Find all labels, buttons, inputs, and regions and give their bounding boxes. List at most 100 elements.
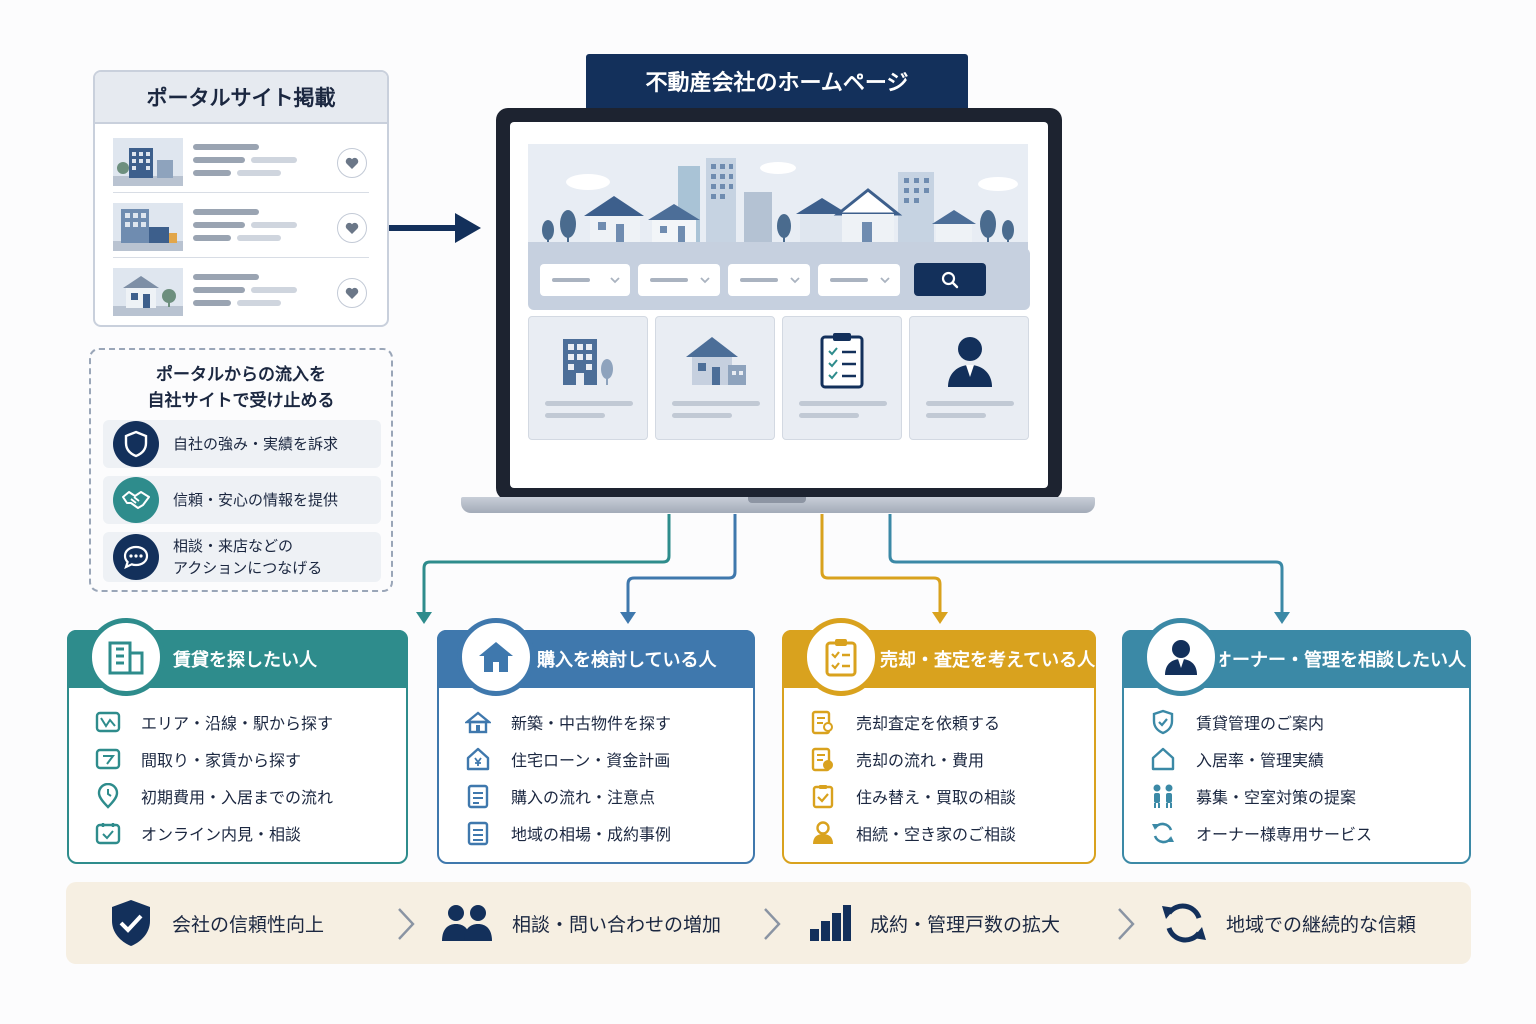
person-icon [948, 337, 992, 387]
chevron-down-icon [610, 277, 620, 284]
calendar-check-icon [95, 823, 121, 845]
type-select[interactable] [638, 264, 720, 296]
category-sale[interactable]: 売却・査定を考えている人 売却査定を依頼する 売却の流れ・費用 住み替え・買取の… [782, 618, 1096, 864]
building-thumbnail-icon [113, 138, 183, 186]
outcomes-band: 会社の信頼性向上 相談・問い合わせの増加 成約・管理戸数の拡大 地域での継続的な… [66, 882, 1471, 964]
area-select[interactable] [540, 264, 630, 296]
homepage-card-sale[interactable] [782, 316, 902, 440]
category-owner[interactable]: オーナー・管理を相談したい人 賃貸管理のご案内 入居率・管理実績 募集・空室対策… [1122, 618, 1471, 864]
list-item[interactable]: 住宅ローン・資金計画 [463, 745, 670, 773]
laptop-screen [496, 108, 1062, 500]
document-search-icon [811, 710, 833, 735]
chevron-down-icon [790, 277, 800, 284]
shield-icon [124, 430, 148, 458]
search-button[interactable] [914, 263, 986, 296]
shield-check-icon [1152, 709, 1174, 735]
heart-icon [345, 157, 359, 169]
list-item[interactable]: 新築・中古物件を探す [463, 708, 671, 736]
portal-title: ポータルサイト掲載 [95, 72, 387, 124]
house-outline-icon [1151, 747, 1175, 771]
list-item[interactable]: エリア・沿線・駅から探す [93, 708, 333, 736]
price-select[interactable] [728, 264, 810, 296]
handshake-icon [122, 491, 150, 509]
list-item [113, 138, 369, 188]
portal-flow-panel: ポータルからの流入を 自社サイトで受け止める 自社の強み・実績を訴求 信頼・安心… [89, 348, 393, 592]
shield-check-icon [112, 900, 150, 946]
arrow-right-icon [389, 213, 481, 243]
category-title: 売却・査定を考えている人 [880, 650, 1096, 671]
flow-item-strength: 自社の強み・実績を訴求 [103, 420, 381, 468]
apartment-icon [108, 641, 144, 675]
chevron-down-icon [880, 277, 890, 284]
flow-item-action: 相談・来店などの アクションにつなげる [103, 532, 381, 582]
homepage-mockup [510, 122, 1048, 488]
search-bar [528, 248, 1030, 310]
checklist-icon [467, 784, 489, 809]
outcome-continuity: 地域での継続的な信頼 [1160, 882, 1416, 964]
house-thumbnail-icon [113, 268, 183, 316]
laptop-notch [748, 497, 806, 503]
apartment-thumbnail-icon [113, 203, 183, 251]
flow-item-trust: 信頼・安心の情報を提供 [103, 476, 381, 524]
outcome-growth: 成約・管理戸数の拡大 [808, 882, 1060, 964]
list-item[interactable]: 購入の流れ・注意点 [463, 782, 655, 810]
checklist-icon [820, 333, 864, 389]
category-title: 購入を検討している人 [537, 650, 717, 671]
people-icon [442, 905, 492, 941]
person-icon [813, 821, 833, 844]
list-item[interactable]: 住み替え・買取の相談 [808, 782, 1016, 810]
list-item[interactable]: 入居率・管理実績 [1148, 745, 1324, 773]
refresh-icon [1162, 903, 1206, 943]
chevron-right-icon [1118, 908, 1135, 940]
list-item[interactable]: 売却の流れ・費用 [808, 745, 984, 773]
homes-icon [465, 711, 491, 734]
favorite-button[interactable] [337, 278, 367, 308]
document-icon [467, 821, 489, 846]
map-icon [95, 711, 121, 733]
category-purchase[interactable]: 購入を検討している人 新築・中古物件を探す 住宅ローン・資金計画 購入の流れ・注… [437, 618, 755, 864]
clipboard-icon [825, 639, 857, 677]
laptop-base [461, 497, 1095, 513]
favorite-button[interactable] [337, 148, 367, 178]
people-icon [1153, 784, 1173, 808]
homepage-card-owner[interactable] [909, 316, 1029, 440]
outcome-trust: 会社の信頼性向上 [108, 882, 324, 964]
list-item [113, 203, 369, 253]
portal-listing-panel: ポータルサイト掲載 [93, 70, 389, 327]
house-yen-icon [466, 747, 490, 771]
search-icon [941, 271, 959, 288]
homepage-card-purchase[interactable] [655, 316, 775, 440]
list-item[interactable]: 賃貸管理のご案内 [1148, 708, 1324, 736]
list-item[interactable]: 初期費用・入居までの流れ [93, 782, 333, 810]
bar-chart-icon [810, 905, 851, 941]
category-title: オーナー・管理を相談したい人 [1214, 650, 1466, 671]
list-item[interactable]: オンライン内見・相談 [93, 819, 301, 847]
homepage-title: 不動産会社のホームページ [586, 54, 968, 108]
chat-icon [123, 545, 149, 569]
city-hero-illustration [528, 144, 1028, 262]
homepage-card-rental[interactable] [528, 316, 648, 440]
refresh-icon [1152, 822, 1174, 844]
heart-icon [345, 287, 359, 299]
layout-select[interactable] [818, 264, 900, 296]
category-title: 賃貸を探したい人 [173, 650, 317, 671]
list-item[interactable]: 相続・空き家のご相談 [808, 819, 1016, 847]
house-icon [479, 642, 513, 672]
clock-pin-icon [97, 783, 119, 809]
category-rental[interactable]: 賃貸を探したい人 エリア・沿線・駅から探す 間取り・家賃から探す 初期費用・入居… [67, 618, 408, 864]
list-item[interactable]: 間取り・家賃から探す [93, 745, 301, 773]
favorite-button[interactable] [337, 213, 367, 243]
owner-icon [1165, 640, 1197, 675]
list-item[interactable]: 地域の相場・成約事例 [463, 819, 671, 847]
list-item[interactable]: 募集・空室対策の提案 [1148, 782, 1356, 810]
chevron-right-icon [764, 908, 781, 940]
list-item [113, 268, 369, 318]
flow-title: ポータルからの流入を 自社サイトで受け止める [147, 365, 335, 411]
list-item[interactable]: オーナー様専用サービス [1148, 819, 1372, 847]
list-item[interactable]: 売却査定を依頼する [808, 708, 1000, 736]
outcome-inquiries: 相談・問い合わせの増加 [440, 882, 721, 964]
document-yen-icon [811, 747, 833, 772]
heart-icon [345, 222, 359, 234]
house-icon [686, 337, 746, 385]
